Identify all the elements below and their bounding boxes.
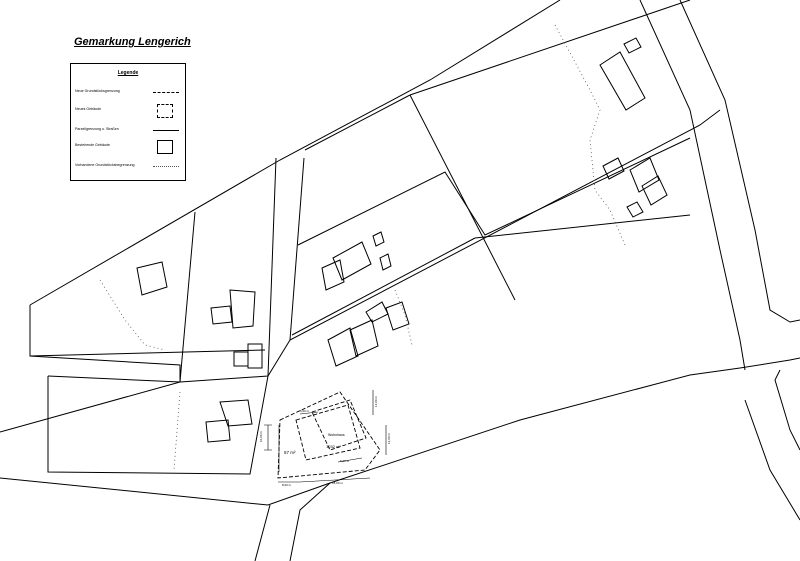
- building-2: [229, 289, 256, 329]
- building-18: [602, 157, 625, 180]
- building-1: [136, 261, 168, 296]
- dim-label-2: 18,00 m: [332, 481, 343, 485]
- parcel-line-4: [179, 211, 196, 383]
- legend-row-parcel-roads: Parzellgrenzung u. Straßen: [75, 124, 183, 138]
- parcel-line-3: [47, 375, 269, 475]
- south-road-west: [254, 504, 271, 561]
- east-road-south-west: [744, 399, 800, 521]
- legend-box: Legende Neue Grundstücksgrenzung Neues G…: [70, 63, 186, 181]
- dotted-boundary-2: [173, 391, 181, 471]
- east-road-west-edge: [639, 0, 746, 371]
- parcel-line-5: [29, 349, 266, 357]
- legend-row-new-boundary: Neue Grundstücksgrenzung: [75, 86, 183, 100]
- legend-row-existing-boundary: Vorhandene Grundstücksbegrenzung: [75, 160, 183, 174]
- dim-line-mid: [337, 457, 363, 463]
- solid-line-icon: [153, 130, 179, 131]
- parcel-line-10: [474, 214, 691, 239]
- legend-row-new-building: Neues Gebäude: [75, 104, 183, 118]
- legend-heading: Legende: [117, 70, 139, 76]
- building-9: [332, 241, 372, 281]
- cross-road-west-edge: [267, 157, 277, 377]
- dim-label-5: 14,00 m: [374, 396, 378, 407]
- dim-label-1: 8,00 m: [282, 483, 292, 487]
- building-11: [379, 253, 392, 271]
- legend-label: Vorhandene Grundstücksbegrenzung: [75, 163, 135, 167]
- parcel-line-7: [409, 94, 516, 301]
- building-8: [321, 259, 345, 291]
- main-road-south-edge: [0, 357, 800, 506]
- map-title: Gemarkung Lengerich: [74, 36, 191, 48]
- building-5: [233, 351, 249, 367]
- building-4: [247, 343, 263, 369]
- building-14: [365, 301, 389, 323]
- new-building-outline-2: [311, 399, 367, 451]
- legend-row-existing-building: Bestehende Gebäude: [75, 140, 183, 154]
- east-road-south-east: [774, 369, 800, 451]
- building-6: [219, 399, 253, 427]
- building-15: [385, 301, 410, 331]
- building-12: [327, 327, 359, 367]
- dashed-line-icon: [153, 92, 179, 93]
- dim-label-4: 6,00 m: [340, 459, 350, 463]
- building-17: [623, 37, 642, 54]
- building-20: [641, 175, 668, 206]
- legend-label: Bestehende Gebäude: [75, 143, 110, 147]
- legend-label: Parzellgrenzung u. Straßen: [75, 127, 119, 131]
- south-road-east: [289, 482, 331, 561]
- main-road-north-edge: [0, 109, 721, 433]
- cross-road-east-edge: [289, 157, 305, 341]
- parcel-line-9: [291, 237, 476, 336]
- dotted-line-icon: [153, 166, 179, 167]
- legend-label: Neue Grundstücksgrenzung: [75, 89, 120, 93]
- building-21: [626, 201, 644, 218]
- dim-label-7: 5,00 m: [300, 409, 310, 413]
- dotted-boundary-4: [394, 289, 413, 346]
- parcel-line-6: [47, 375, 181, 383]
- parcel-line-8: [297, 137, 691, 246]
- building-13: [349, 319, 379, 357]
- parcel-line-11: [304, 94, 411, 151]
- east-road-east-edge: [679, 0, 800, 323]
- dim-line-bottom: [299, 477, 371, 483]
- legend-label: Neues Gebäude: [75, 107, 102, 111]
- dim-label-3: 10,00 m: [259, 431, 263, 442]
- dim-label-6: 12,00 m: [387, 433, 391, 444]
- building-3: [210, 305, 233, 325]
- solid-box-icon: [157, 140, 173, 154]
- area-small-label: 57 m²: [284, 450, 296, 455]
- parcel-line-12: [409, 0, 691, 96]
- building-10: [372, 231, 385, 247]
- building-7: [205, 419, 231, 443]
- parcel-line-1: [29, 305, 181, 382]
- area-large-label: 1032 m²: [326, 444, 341, 449]
- dim-line-top: [299, 411, 319, 415]
- building-16: [599, 51, 646, 111]
- dim-line-left: [264, 424, 272, 451]
- new-parcel-boundary: [277, 391, 381, 479]
- dotted-boundary-3: [554, 24, 626, 246]
- building-19: [629, 157, 660, 193]
- dashed-box-icon: [157, 104, 173, 118]
- parcel-line-2: [29, 0, 561, 306]
- building-type-label: Wohnhaus: [328, 433, 345, 437]
- new-building-outline: [295, 404, 361, 461]
